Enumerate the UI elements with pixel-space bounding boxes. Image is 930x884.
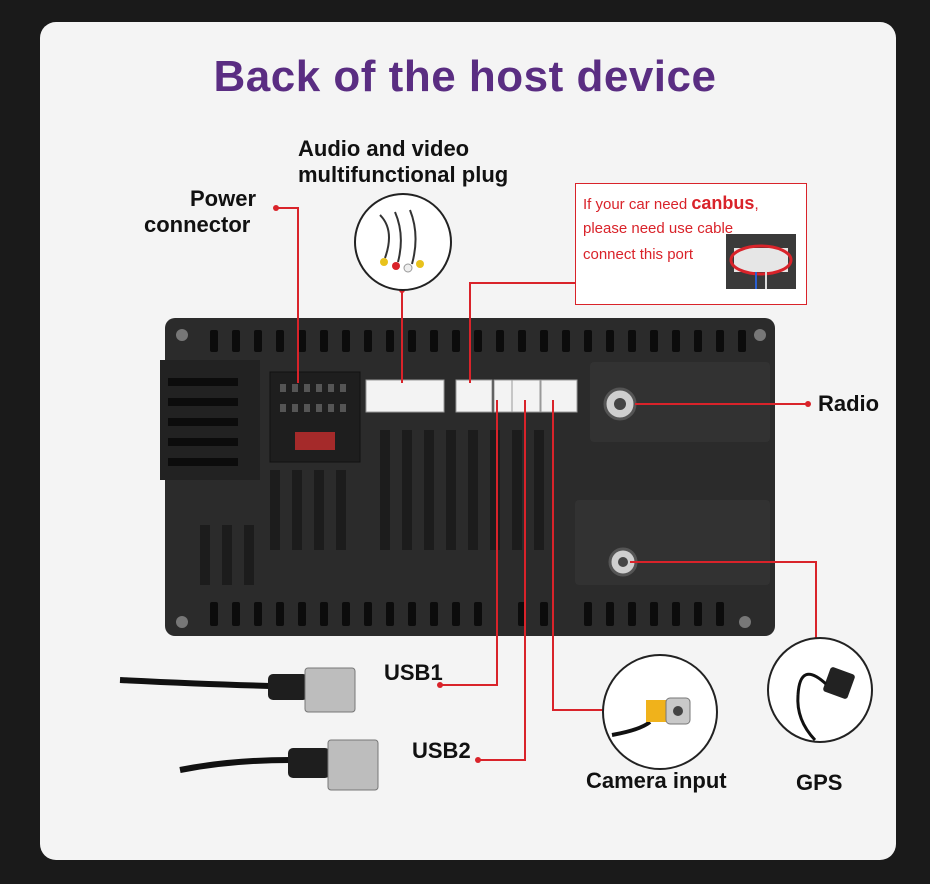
canbus-note-suffix: , — [754, 196, 759, 213]
usb2-label: USB2 — [412, 738, 471, 763]
power-connector-label-line1: Power — [190, 186, 257, 211]
canbus-note-line2: please need use cable — [583, 220, 734, 237]
callout-lines — [276, 207, 817, 761]
radio-label: Radio — [818, 391, 880, 416]
gps-label: GPS — [796, 770, 843, 795]
av-harness-image — [354, 193, 452, 291]
usb2-cable-image — [179, 739, 379, 791]
canbus-note-line1: If your car need canbus, — [583, 190, 759, 218]
gps-antenna-image — [767, 637, 873, 743]
canbus-note: If your car need canbus, please need use… — [575, 183, 807, 305]
power-connector-port — [269, 371, 361, 463]
page-title: Back of the host device — [213, 52, 717, 101]
camera-port — [540, 379, 578, 413]
power-connector-label-line2: connector — [144, 212, 251, 237]
canbus-keyword: canbus — [691, 193, 755, 213]
canbus-port-photo — [726, 234, 796, 289]
usb1-cable-image — [119, 667, 356, 713]
camera-input-label: Camera input — [586, 768, 727, 793]
camera-cable-image — [602, 654, 718, 770]
canbus-note-line3: connect this port — [583, 246, 694, 263]
canbus-port — [455, 379, 493, 413]
av-plug-label-line1: Audio and video — [298, 136, 470, 161]
usb1-label: USB1 — [384, 660, 443, 685]
canbus-note-prefix: If your car need — [583, 196, 692, 213]
head-unit-back — [160, 318, 775, 636]
gps-jack — [608, 547, 638, 577]
av-plug-port — [365, 379, 445, 413]
av-plug-label-line2: multifunctional plug — [298, 162, 509, 187]
radio-jack — [603, 387, 637, 421]
